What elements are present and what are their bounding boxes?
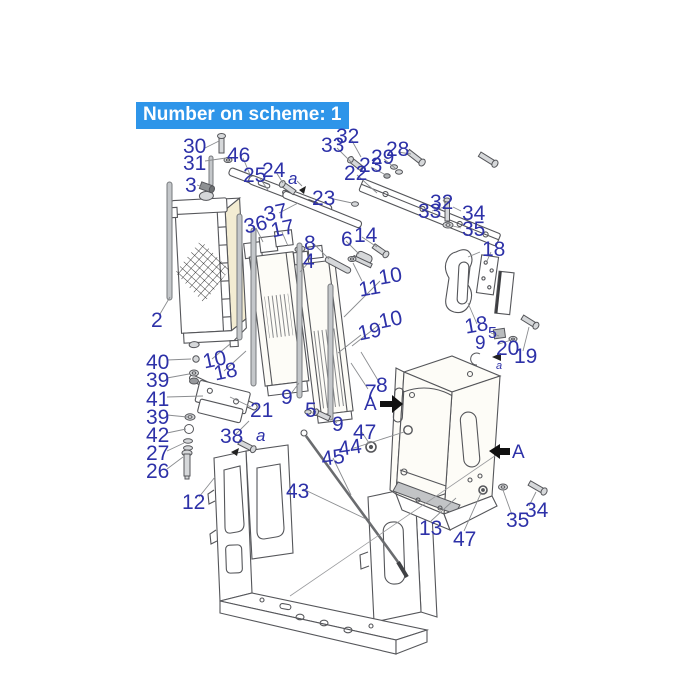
diagram-title: Number on scheme: 1 xyxy=(143,104,342,125)
leader-lines xyxy=(159,138,537,597)
radiator-assembly xyxy=(169,190,247,349)
small-cooler-core xyxy=(292,244,354,424)
upper-mounting-rails xyxy=(228,167,501,247)
bottom-plate-group xyxy=(188,374,258,424)
view-a-arrows xyxy=(380,395,510,459)
diagram-title-badge: Number on scheme: 1 xyxy=(136,102,349,129)
view-a-arrow-left-icon xyxy=(489,444,510,459)
view-a-arrow-right-icon xyxy=(380,395,403,413)
seal-strips xyxy=(166,155,334,421)
mounting-brackets-18 xyxy=(444,249,515,316)
fan-shroud xyxy=(389,355,502,531)
oil-cooler-core xyxy=(243,229,310,397)
adjuster-rod xyxy=(300,429,409,579)
fasteners xyxy=(181,133,548,496)
